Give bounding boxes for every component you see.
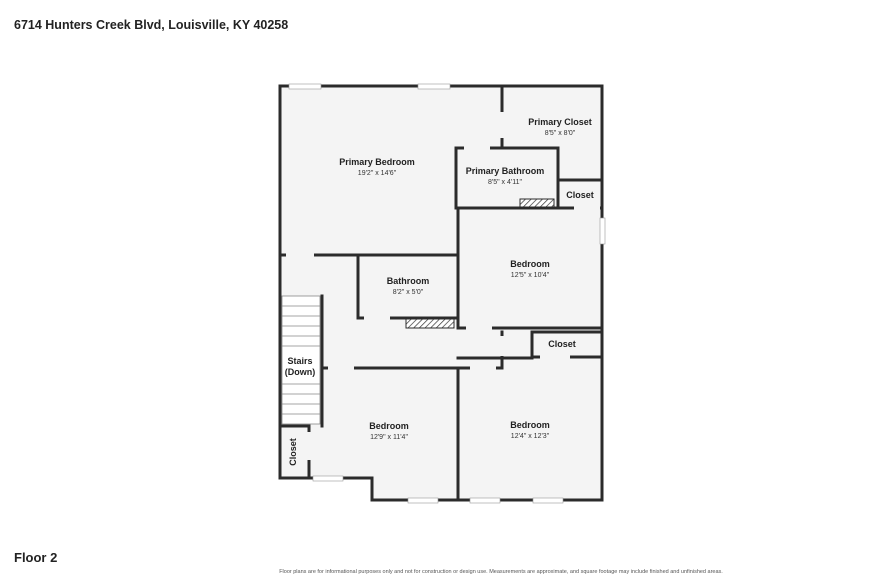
hatched-fixture: [519, 198, 555, 208]
room-dims-primary-bedroom: 19'2" x 14'6": [358, 170, 397, 177]
room-label-stairs: Stairs: [287, 356, 312, 366]
room-label-closet-1: Closet: [566, 190, 594, 200]
room-dims-primary-bathroom: 8'5" x 4'11": [488, 179, 522, 186]
room-label-closet-2: Closet: [548, 339, 576, 349]
room-label-bathroom: Bathroom: [387, 276, 430, 286]
room-dims-primary-closet: 8'5" x 8'0": [545, 130, 576, 137]
room-label-primary-closet: Primary Closet: [528, 117, 592, 127]
room-label-primary-bedroom: Primary Bedroom: [339, 157, 415, 167]
room-label-bedroom-2: Bedroom: [369, 421, 409, 431]
room-dims-bathroom: 8'2" x 5'0": [393, 289, 424, 296]
room-label-bedroom-3: Bedroom: [510, 420, 550, 430]
room-dims-bedroom-2: 12'9" x 11'4": [370, 434, 408, 441]
floor-label: Floor 2: [14, 550, 58, 565]
door-openings: [286, 112, 600, 460]
disclaimer-text: Floor plans are for informational purpos…: [279, 569, 723, 575]
room-label-primary-bathroom: Primary Bathroom: [466, 166, 545, 176]
room-label-stairs-direction: (Down): [285, 367, 316, 377]
room-dims-bedroom-1: 12'5" x 10'4": [511, 272, 550, 279]
room-label-closet-3: Closet: [288, 438, 298, 466]
room-dims-bedroom-3: 12'4" x 12'3": [511, 433, 550, 440]
room-label-bedroom-1: Bedroom: [510, 259, 550, 269]
stair-treads: [281, 295, 321, 425]
hatched-fixture: [405, 318, 455, 329]
floor-area: [280, 86, 602, 500]
address-title: 6714 Hunters Creek Blvd, Louisville, KY …: [14, 18, 289, 32]
windows: [288, 83, 606, 504]
